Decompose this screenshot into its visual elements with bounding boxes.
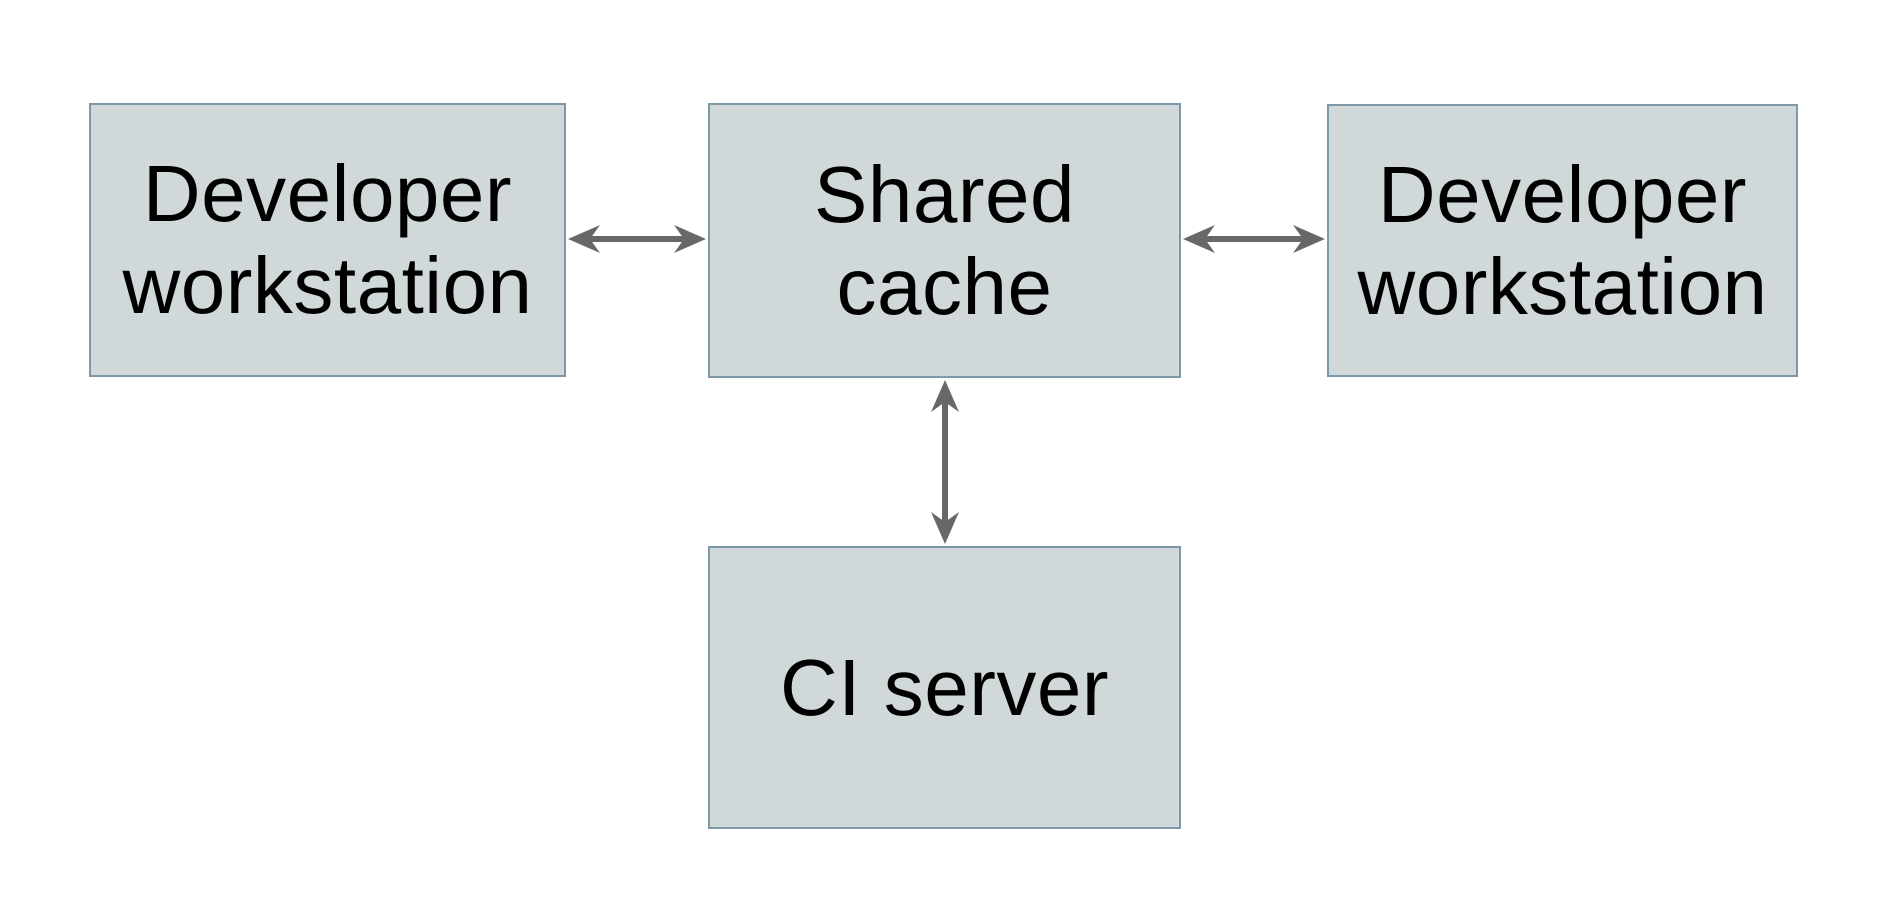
arrow-head-left-icon (1183, 225, 1215, 253)
bidirectional-arrow-left-workstation-shared-cache (568, 225, 706, 253)
arrow-head-up-icon (931, 380, 959, 412)
node-label: Developer workstation (122, 149, 533, 330)
arrow-head-right-icon (674, 225, 706, 253)
arrow-head-left-icon (568, 225, 600, 253)
bidirectional-arrow-shared-cache-right-workstation (1183, 225, 1325, 253)
node-ci-server: CI server (708, 546, 1181, 829)
node-label: Developer workstation (1357, 149, 1768, 331)
bidirectional-arrow-shared-cache-ci-server (931, 380, 959, 544)
node-label: Shared cache (814, 149, 1075, 331)
node-developer-workstation-left: Developer workstation (89, 103, 566, 377)
node-label: CI server (780, 642, 1109, 732)
node-shared-cache: Shared cache (708, 103, 1181, 378)
arrow-head-right-icon (1293, 225, 1325, 253)
arrow-head-down-icon (931, 512, 959, 544)
node-developer-workstation-right: Developer workstation (1327, 104, 1798, 377)
